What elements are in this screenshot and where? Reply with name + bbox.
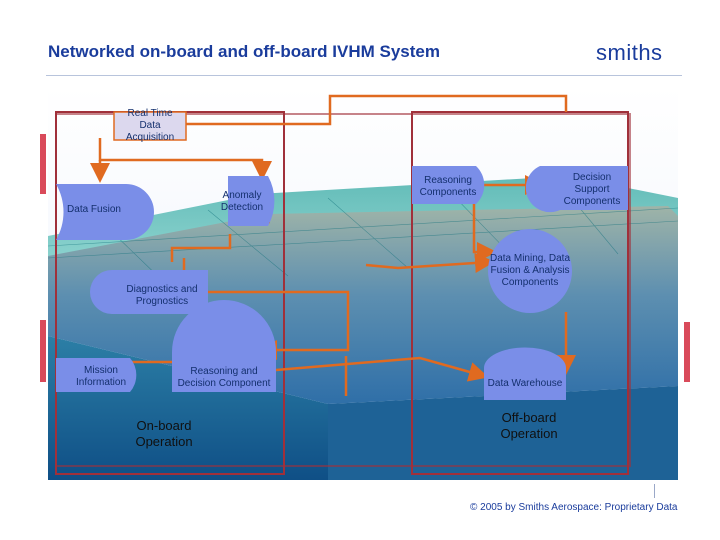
- diagnostics-prognostics-node: Diagnostics and Prognostics: [126, 284, 198, 307]
- title-divider: [46, 75, 682, 76]
- copyright-text: © 2005 by Smiths Aerospace: Proprietary …: [470, 502, 678, 513]
- footer-divider: [654, 484, 655, 498]
- decision-support-node: Decision Support Components: [563, 172, 621, 207]
- mission-information-node: Mission Information: [75, 365, 127, 388]
- data-mining-node: Data Mining, Data Fusion & Analysis Comp…: [489, 253, 571, 288]
- anomaly-detection-node: Anomaly Detection: [220, 190, 264, 213]
- smiths-logo: smiths: [596, 40, 663, 65]
- left-accent-bar-top: [40, 134, 46, 194]
- right-accent-bar: [684, 322, 690, 382]
- data-fusion-node: Data Fusion: [67, 204, 121, 215]
- reasoning-components-node: Reasoning Components: [419, 175, 477, 198]
- onboard-operation-label: On-board Operation: [135, 418, 193, 449]
- offboard-operation-label: Off-board Operation: [500, 410, 558, 441]
- left-accent-bar-bottom: [40, 320, 46, 382]
- data-warehouse-node: Data Warehouse: [487, 378, 563, 389]
- real-time-data-acquisition: Real Time Data Acquisition: [125, 108, 175, 143]
- page-title: Networked on-board and off-board IVHM Sy…: [48, 42, 440, 61]
- reasoning-decision-node: Reasoning and Decision Component: [177, 366, 271, 389]
